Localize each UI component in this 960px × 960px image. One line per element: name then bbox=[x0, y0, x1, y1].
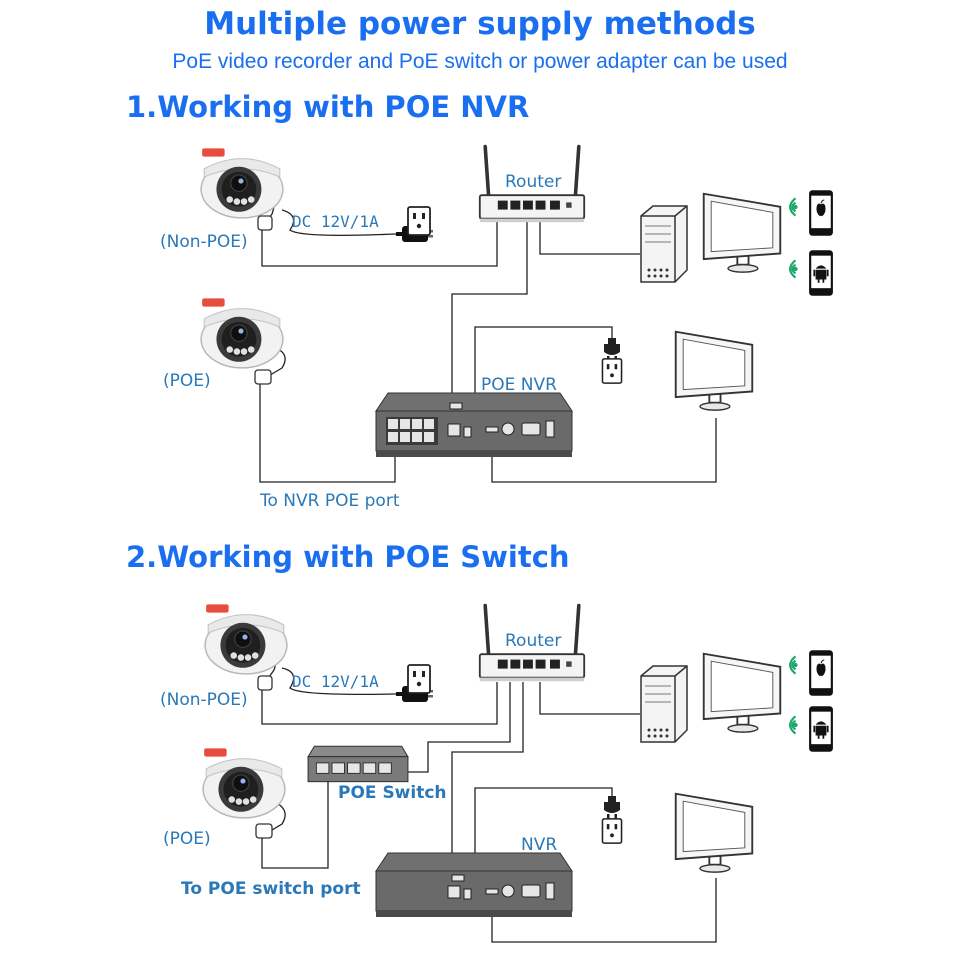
dome-camera-icon bbox=[202, 747, 286, 819]
wall-outlet-icon bbox=[407, 206, 431, 236]
router-label: Router bbox=[505, 631, 562, 651]
apple-phone-icon bbox=[808, 649, 834, 697]
poe-switch-icon bbox=[307, 745, 409, 783]
rj45-connector-icon bbox=[255, 823, 273, 839]
switch-label: POE Switch bbox=[338, 783, 447, 803]
wire-nvr-monitor bbox=[491, 418, 717, 483]
wire-router-nvr bbox=[451, 682, 524, 880]
wire-router-pc bbox=[539, 220, 640, 255]
wire-adapter bbox=[281, 209, 397, 236]
section2-wires bbox=[261, 654, 717, 943]
wire-poe-camera-switch bbox=[261, 780, 329, 869]
power-plug-icon bbox=[604, 796, 620, 820]
poe-camera-label: (POE) bbox=[163, 829, 211, 849]
router-label: Router bbox=[505, 172, 562, 192]
wire-router-switch bbox=[400, 682, 511, 773]
nvr-label: NVR bbox=[521, 835, 558, 855]
dome-camera-icon bbox=[200, 147, 284, 219]
subtitle: PoE video recorder and PoE switch or pow… bbox=[172, 50, 788, 73]
wire-poe-camera-nvr bbox=[259, 380, 396, 483]
power-label: DC 12V/1A bbox=[292, 672, 379, 691]
android-phone-icon bbox=[809, 250, 833, 296]
nvr-icon bbox=[375, 392, 573, 458]
nvr-label: POE NVR bbox=[481, 375, 557, 395]
section1-wires bbox=[259, 198, 717, 483]
monitor-icon bbox=[702, 192, 782, 274]
section1-title: 1.Working with POE NVR bbox=[126, 90, 530, 124]
dc-connector-icon bbox=[257, 675, 273, 691]
wire-router-nvr bbox=[451, 220, 528, 420]
wire-adapter bbox=[281, 667, 397, 696]
port-label: To POE switch port bbox=[181, 879, 361, 899]
port-label: To NVR POE port bbox=[260, 491, 400, 511]
wifi-signal-icon bbox=[788, 655, 799, 675]
computer-tower-icon bbox=[640, 665, 688, 743]
wire-nvr-monitor bbox=[491, 878, 717, 943]
wifi-signal-icon bbox=[788, 197, 799, 217]
power-label: DC 12V/1A bbox=[292, 212, 379, 231]
dome-camera-icon bbox=[200, 297, 284, 369]
section2-title: 2.Working with POE Switch bbox=[126, 540, 570, 574]
wall-outlet-icon bbox=[601, 818, 623, 844]
dc-connector-icon bbox=[257, 215, 273, 231]
wifi-signal-icon bbox=[788, 715, 799, 735]
monitor-icon bbox=[674, 792, 754, 874]
monitor-icon bbox=[702, 652, 782, 734]
non-poe-camera-label: (Non-POE) bbox=[160, 232, 248, 252]
wall-outlet-icon bbox=[407, 664, 431, 694]
android-phone-icon bbox=[809, 706, 833, 752]
wire-router-pc bbox=[539, 682, 640, 715]
poe-camera-label: (POE) bbox=[163, 371, 211, 391]
wire-camera-router bbox=[261, 220, 498, 267]
dome-camera-icon bbox=[204, 603, 288, 675]
computer-tower-icon bbox=[640, 205, 688, 283]
wifi-signal-icon bbox=[788, 259, 799, 279]
monitor-icon bbox=[674, 330, 754, 412]
wire-camera-router bbox=[261, 682, 498, 725]
main-title: Multiple power supply methods bbox=[204, 6, 756, 42]
non-poe-camera-label: (Non-POE) bbox=[160, 690, 248, 710]
wall-outlet-icon bbox=[601, 358, 623, 384]
rj45-connector-icon bbox=[254, 369, 272, 385]
apple-phone-icon bbox=[808, 189, 834, 237]
nvr-icon bbox=[375, 852, 573, 918]
